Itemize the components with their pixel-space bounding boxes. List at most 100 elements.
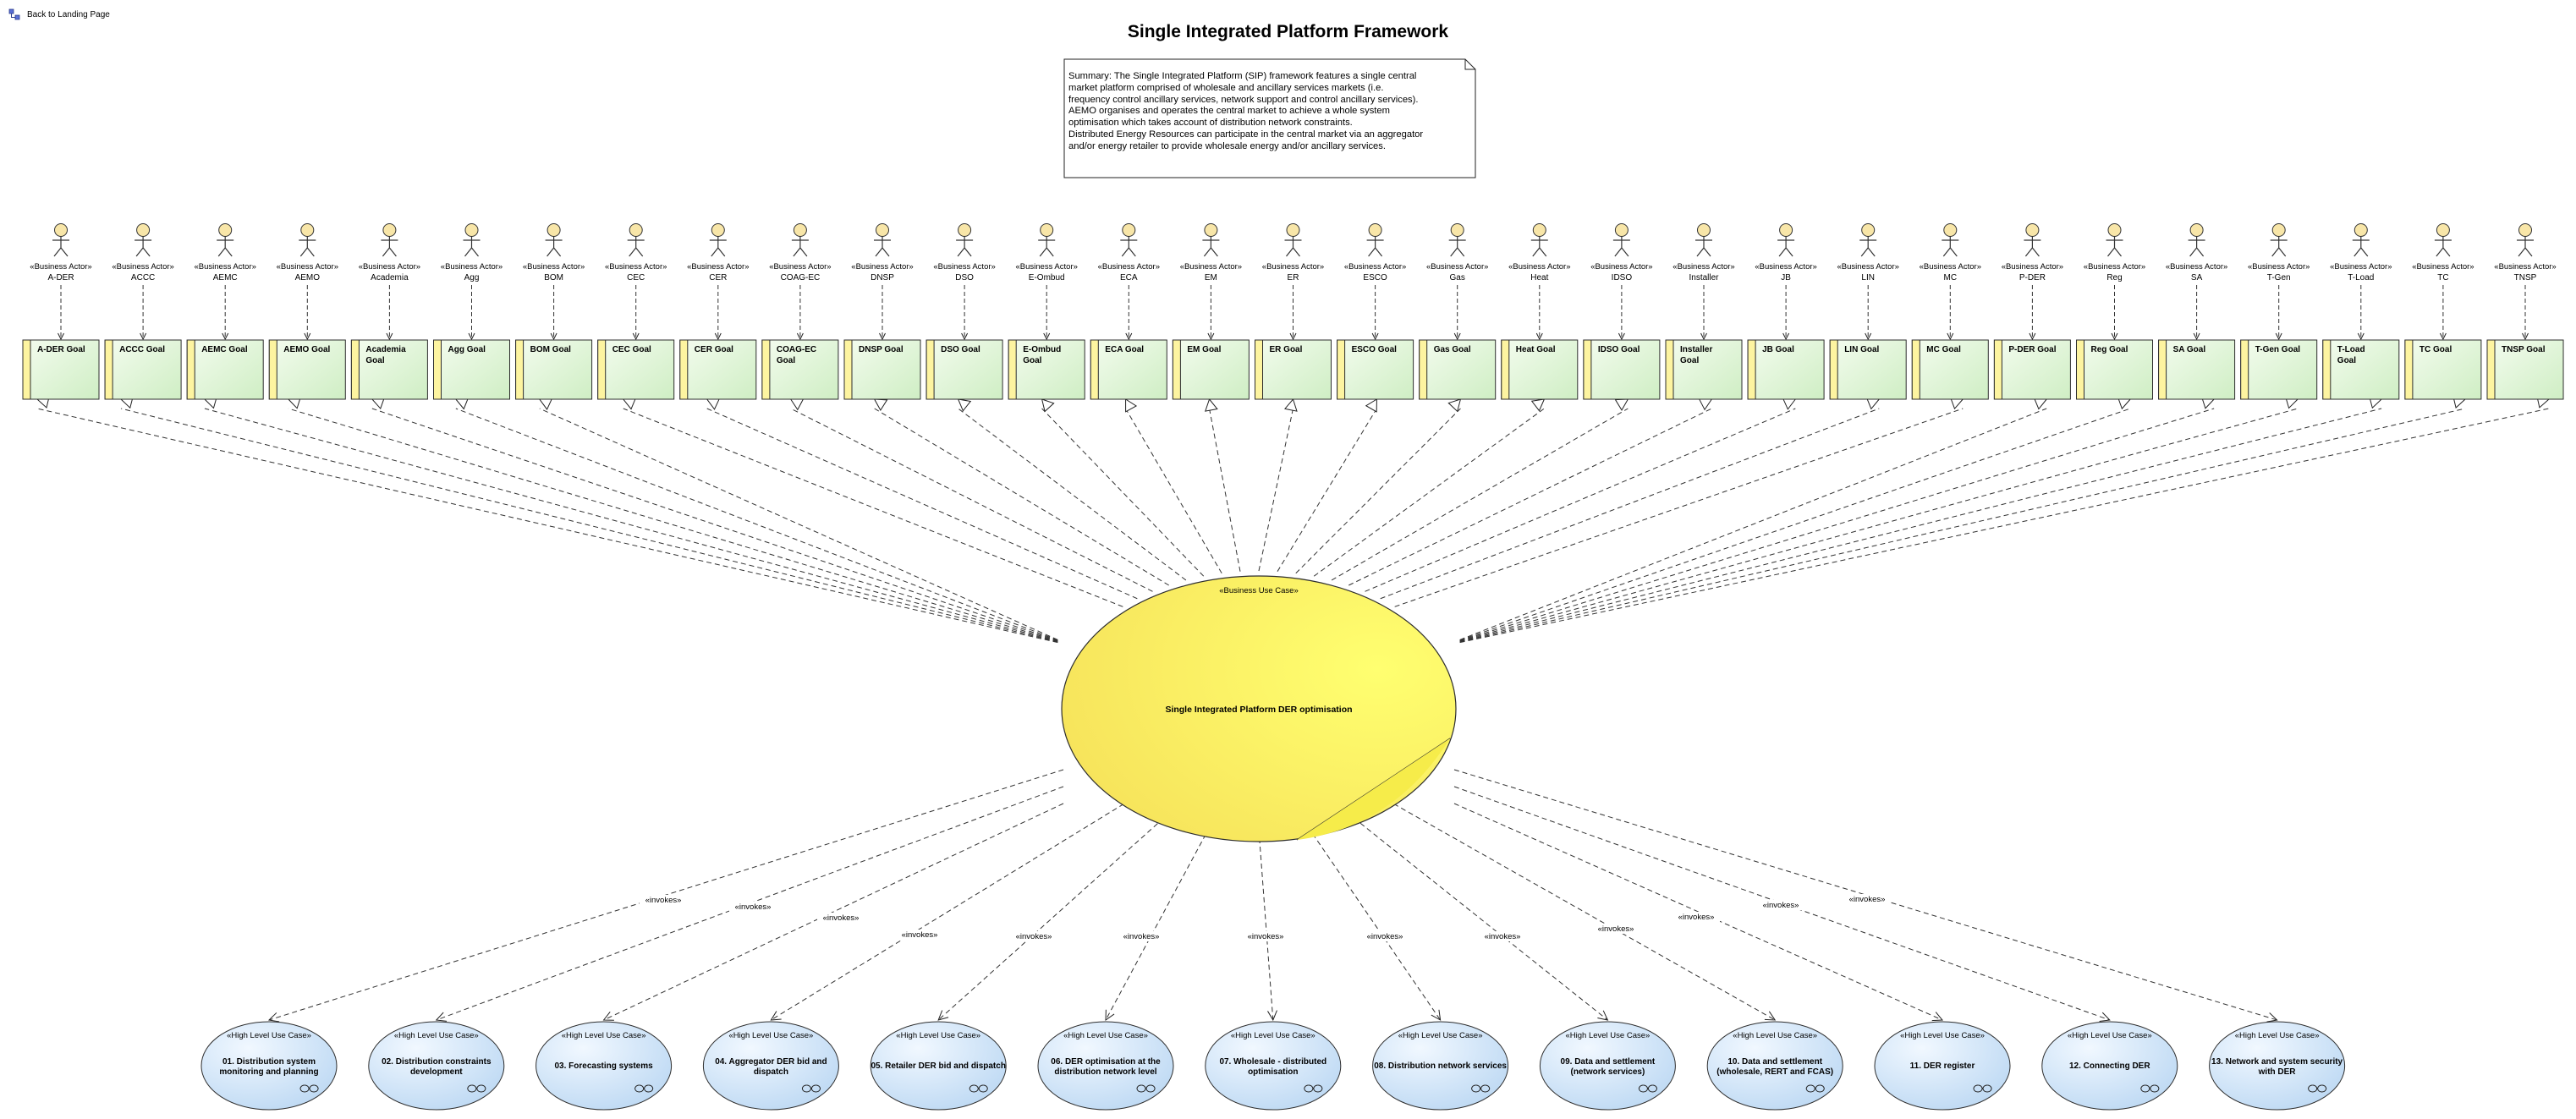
goal-box-sa[interactable]: SA Goal [2158, 339, 2236, 400]
business-actor-coag-ec[interactable]: «Business Actor»COAG-EC [769, 223, 832, 283]
business-actor-sa[interactable]: «Business Actor»SA [2166, 223, 2227, 283]
business-actor-p-der[interactable]: «Business Actor»P-DER [2002, 223, 2063, 283]
goal-box-bom[interactable]: BOM Goal [515, 339, 593, 400]
high-level-use-case-03[interactable]: «High Level Use Case»03. Forecasting sys… [536, 1021, 673, 1111]
actor-head-icon [1040, 223, 1054, 237]
goal-box-lin[interactable]: LIN Goal [1829, 339, 1907, 400]
goal-box-aemo[interactable]: AEMO Goal [268, 339, 346, 400]
goal-box-gas[interactable]: Gas Goal [1419, 339, 1497, 400]
high-level-use-case-07[interactable]: «High Level Use Case»07. Wholesale - dis… [1205, 1021, 1342, 1111]
business-actor-reg[interactable]: «Business Actor»Reg [2084, 223, 2145, 283]
business-actor-t-load[interactable]: «Business Actor»T-Load [2330, 223, 2392, 283]
goal-realization-link [790, 408, 1153, 592]
goal-box-tnsp[interactable]: TNSP Goal [2486, 339, 2564, 400]
business-actor-tc[interactable]: «Business Actor»TC [2412, 223, 2474, 283]
business-actor-jb[interactable]: «Business Actor»JB [1755, 223, 1817, 283]
actor-stereotype: «Business Actor» [1180, 262, 1242, 272]
business-actor-agg[interactable]: «Business Actor»Agg [441, 223, 503, 283]
realization-arrow-icon [140, 332, 147, 341]
use-case-stereotype: «High Level Use Case» [728, 1031, 813, 1040]
goal-box-heat[interactable]: Heat Goal [1501, 339, 1579, 400]
business-actor-esco[interactable]: «Business Actor»ESCO [1344, 223, 1406, 283]
actor-name: T-Gen [2267, 273, 2291, 282]
goal-band-icon [925, 339, 935, 400]
goal-box-aemc[interactable]: AEMC Goal [186, 339, 264, 400]
actor-name: ESCO [1363, 273, 1387, 282]
back-to-landing-link[interactable]: Back to Landing Page [8, 8, 110, 20]
actor-head-icon [1779, 223, 1793, 237]
business-actor-dso[interactable]: «Business Actor»DSO [933, 223, 996, 283]
business-actor-dnsp[interactable]: «Business Actor»DNSP [851, 223, 914, 283]
business-actor-aemo[interactable]: «Business Actor»AEMO [277, 223, 338, 283]
goal-box-er[interactable]: ER Goal [1255, 339, 1332, 400]
high-level-use-case-10[interactable]: «High Level Use Case»10. Data and settle… [1706, 1021, 1843, 1111]
business-actor-a-der[interactable]: «Business Actor»A-DER [30, 223, 92, 283]
goal-band-icon [2486, 339, 2496, 400]
business-actor-e-ombud[interactable]: «Business Actor»E-Ombud [1015, 223, 1078, 283]
business-actor-aemc[interactable]: «Business Actor»AEMC [194, 223, 256, 283]
high-level-use-case-02[interactable]: «High Level Use Case»02. Distribution co… [368, 1021, 505, 1111]
goal-box-em[interactable]: EM Goal [1172, 339, 1250, 400]
business-actor-idso[interactable]: «Business Actor»IDSO [1590, 223, 1653, 283]
realization-arrow-icon [796, 332, 804, 341]
business-actor-gas[interactable]: «Business Actor»Gas [1426, 223, 1488, 283]
use-case-name: 07. Wholesale - distributed [1219, 1057, 1326, 1067]
high-level-use-case-11[interactable]: «High Level Use Case»11. DER register [1874, 1021, 2011, 1111]
high-level-use-case-13[interactable]: «High Level Use Case»13. Network and sys… [2209, 1021, 2346, 1111]
goal-label: MC Goal [1926, 345, 1961, 354]
business-actor-cec[interactable]: «Business Actor»CEC [605, 223, 667, 283]
goal-box-agg[interactable]: Agg Goal [433, 339, 510, 400]
high-level-use-case-06[interactable]: «High Level Use Case»06. DER optimisatio… [1037, 1021, 1174, 1111]
business-actor-academia[interactable]: «Business Actor»Academia [359, 223, 420, 283]
goal-box-t-gen[interactable]: T-Gen Goal [2240, 339, 2318, 400]
goal-box-shape [1255, 339, 1332, 400]
goal-box-jb[interactable]: JB Goal [1747, 339, 1825, 400]
business-actor-lin[interactable]: «Business Actor»LIN [1837, 223, 1899, 283]
goal-box-tc[interactable]: TC Goal [2404, 339, 2482, 400]
goal-box-a-der[interactable]: A-DER Goal [22, 339, 100, 400]
goal-box-dnsp[interactable]: DNSP Goal [843, 339, 921, 400]
goal-box-shape [515, 339, 593, 400]
high-level-use-case-09[interactable]: «High Level Use Case»09. Data and settle… [1539, 1021, 1676, 1111]
actor-stereotype: «Business Actor» [2330, 262, 2392, 272]
goal-box-dso[interactable]: DSO Goal [925, 339, 1003, 400]
business-actor-tnsp[interactable]: «Business Actor»TNSP [2494, 223, 2557, 283]
actor-body-icon [2024, 236, 2041, 257]
high-level-use-case-12[interactable]: «High Level Use Case»12. Connecting DER [2041, 1021, 2178, 1111]
goal-box-mc[interactable]: MC Goal [1911, 339, 1989, 400]
goal-box-eca[interactable]: ECA Goal [1090, 339, 1167, 400]
central-use-case[interactable]: «Business Use Case»Single Integrated Pla… [1061, 575, 1457, 842]
business-actor-cer[interactable]: «Business Actor»CER [687, 223, 750, 283]
high-level-use-case-04[interactable]: «High Level Use Case»04. Aggregator DER … [702, 1021, 839, 1111]
goal-box-accc[interactable]: ACCC Goal [104, 339, 182, 400]
business-actor-er[interactable]: «Business Actor»ER [1262, 223, 1324, 283]
business-actor-mc[interactable]: «Business Actor»MC [1920, 223, 1981, 283]
composite-link-icon [969, 1084, 988, 1093]
invokes-label-bg [1242, 931, 1289, 941]
goal-box-cec[interactable]: CEC Goal [597, 339, 675, 400]
goal-box-p-der[interactable]: P-DER Goal [1993, 339, 2071, 400]
goal-box-esco[interactable]: ESCO Goal [1337, 339, 1414, 400]
goal-box-cer[interactable]: CER Goal [679, 339, 757, 400]
business-actor-accc[interactable]: «Business Actor»ACCC [112, 223, 174, 283]
goal-box-idso[interactable]: IDSO Goal [1583, 339, 1661, 400]
business-actor-heat[interactable]: «Business Actor»Heat [1508, 223, 1571, 283]
actor-stereotype: «Business Actor» [2084, 262, 2145, 272]
business-actor-em[interactable]: «Business Actor»EM [1180, 223, 1242, 283]
business-actor-t-gen[interactable]: «Business Actor»T-Gen [2248, 223, 2310, 283]
invokes-arrow-icon [1431, 1009, 1442, 1021]
high-level-use-case-05[interactable]: «High Level Use Case»05. Retailer DER bi… [870, 1021, 1007, 1111]
goal-box-reg[interactable]: Reg Goal [2076, 339, 2153, 400]
actor-body-icon [2352, 236, 2370, 257]
business-actor-bom[interactable]: «Business Actor»BOM [523, 223, 585, 283]
high-level-use-case-01[interactable]: «High Level Use Case»01. Distribution sy… [200, 1021, 338, 1111]
high-level-use-case-08[interactable]: «High Level Use Case»08. Distribution ne… [1372, 1021, 1509, 1111]
business-actor-installer[interactable]: «Business Actor»Installer [1672, 223, 1735, 283]
use-case-shape [1205, 1021, 1342, 1111]
business-actor-eca[interactable]: «Business Actor»ECA [1098, 223, 1160, 283]
